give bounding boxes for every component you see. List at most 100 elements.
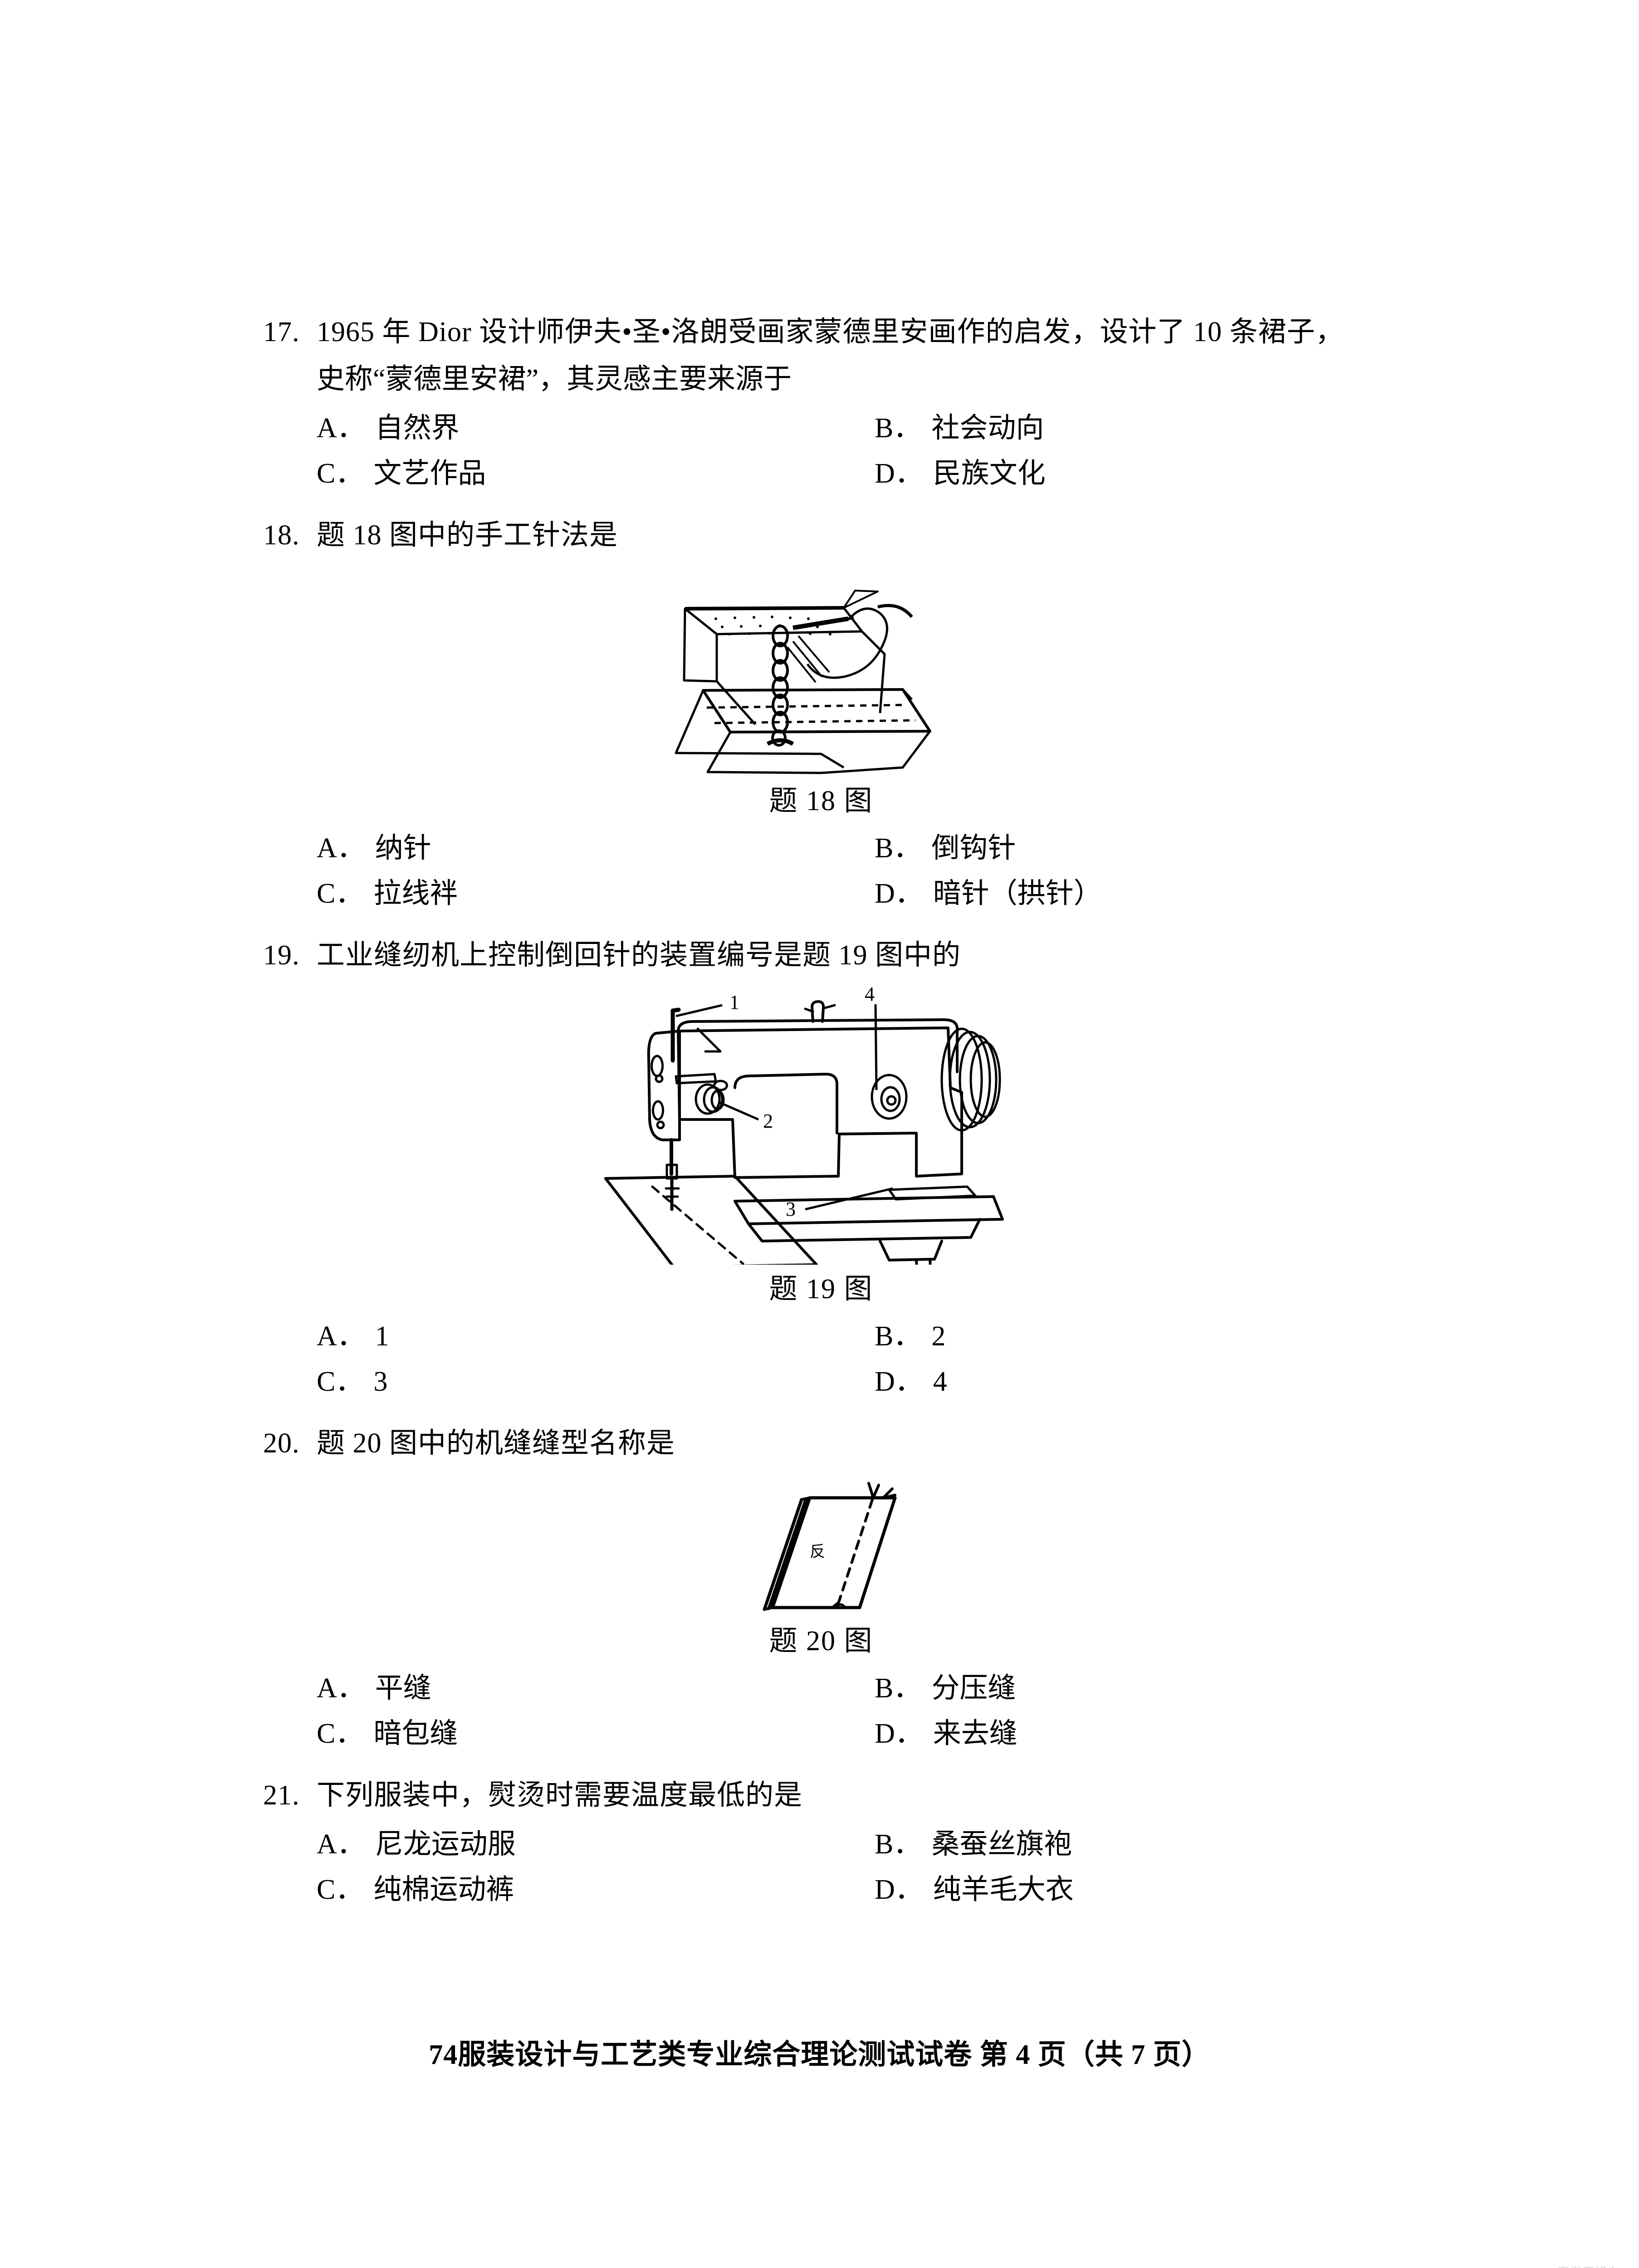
question-18: 18. 题 18 图中的手工针法是	[263, 512, 1379, 916]
option-21-b[interactable]: B． 桑蚕丝旗袍	[875, 1822, 1379, 1867]
option-21-a[interactable]: A． 尼龙运动服	[317, 1822, 875, 1867]
question-17-stem-line-2: 史称“蒙德里安裙”，其灵感主要来源于	[317, 364, 792, 395]
option-19-d[interactable]: D． 4	[875, 1359, 1379, 1404]
option-letter: D．	[875, 1718, 923, 1749]
question-list: 17. 1965 年 Dior 设计师伊夫•圣•洛朗受画家蒙德里安画作的启发，设…	[263, 308, 1379, 1928]
question-18-options: A． 纳针 B． 倒钩针 C． 拉线袢 D． 暗针（拱针）	[263, 826, 1379, 916]
question-19-stem-line-1: 工业缝纫机上控制倒回针的装置编号是题 19 图中的	[317, 940, 961, 971]
question-21-options: A． 尼龙运动服 B． 桑蚕丝旗袍 C． 纯棉运动裤 D． 纯羊	[263, 1822, 1379, 1912]
option-17-d[interactable]: D． 民族文化	[875, 451, 1379, 496]
figure-label-1: 1	[729, 991, 739, 1013]
question-18-stem-line-1: 题 18 图中的手工针法是	[317, 520, 618, 551]
question-21-stem: 21. 下列服装中，熨烫时需要温度最低的是	[263, 1772, 1379, 1819]
question-21-stem-line-1: 下列服装中，熨烫时需要温度最低的是	[317, 1780, 803, 1811]
question-19-figure: 1 4 2 3 题 19 图	[263, 983, 1379, 1311]
figure-label-wrong-side: 反	[810, 1544, 825, 1560]
option-17-c[interactable]: C． 文艺作品	[317, 451, 875, 496]
option-letter: B．	[875, 833, 922, 864]
option-letter: C．	[317, 458, 364, 489]
figure-label-2: 2	[763, 1110, 773, 1132]
option-text: 3	[373, 1366, 388, 1397]
question-20-stem: 20. 题 20 图中的机缝缝型名称是	[263, 1420, 1379, 1467]
option-row: C． 纯棉运动裤 D． 纯羊毛大衣	[317, 1867, 1379, 1912]
option-row: A． 平缝 B． 分压缝	[317, 1666, 1379, 1711]
option-18-b[interactable]: B． 倒钩针	[875, 826, 1379, 871]
option-17-a[interactable]: A． 自然界	[317, 406, 875, 451]
question-20-options: A． 平缝 B． 分压缝 C． 暗包缝 D． 来去缝	[263, 1666, 1379, 1756]
option-19-c[interactable]: C． 3	[317, 1359, 875, 1404]
option-21-d[interactable]: D． 纯羊毛大衣	[875, 1867, 1379, 1912]
question-17-stem-line-1: 1965 年 Dior 设计师伊夫•圣•洛朗受画家蒙德里安画作的启发，设计了 1…	[317, 317, 1344, 347]
question-19: 19. 工业缝纫机上控制倒回针的装置编号是题 19 图中的	[263, 932, 1379, 1404]
option-text: 自然界	[375, 413, 460, 444]
watermark: 高考直通车	[1557, 2263, 1621, 2268]
option-21-c[interactable]: C． 纯棉运动裤	[317, 1867, 875, 1912]
option-text: 来去缝	[933, 1718, 1018, 1749]
option-20-d[interactable]: D． 来去缝	[875, 1711, 1379, 1756]
option-text: 4	[933, 1366, 947, 1397]
question-17-number: 17.	[263, 317, 300, 347]
question-20-figure: 反 题 20 图	[263, 1471, 1379, 1663]
footer-page-label: 第 4 页（共 7 页）	[979, 2039, 1210, 2070]
option-19-a[interactable]: A． 1	[317, 1314, 875, 1359]
figure-label-4: 4	[865, 983, 875, 1005]
option-row: A． 1 B． 2	[317, 1314, 1379, 1359]
option-text: 拉线袢	[373, 878, 458, 909]
option-row: A． 纳针 B． 倒钩针	[317, 826, 1379, 871]
question-18-figure-caption: 题 18 图	[769, 786, 873, 816]
question-21: 21. 下列服装中，熨烫时需要温度最低的是 A． 尼龙运动服 B． 桑蚕丝旗袍	[263, 1772, 1379, 1912]
option-letter: A．	[317, 1673, 365, 1704]
option-letter: D．	[875, 458, 923, 489]
sewing-machine-diagram: 1 4 2 3	[604, 983, 1004, 1265]
option-text: 1	[375, 1321, 389, 1352]
question-17-stem: 17. 1965 年 Dior 设计师伊夫•圣•洛朗受画家蒙德里安画作的启发，设…	[263, 308, 1379, 356]
option-row: A． 自然界 B． 社会动向	[317, 406, 1379, 451]
option-18-a[interactable]: A． 纳针	[317, 826, 875, 871]
option-letter: B．	[875, 1673, 922, 1704]
option-letter: B．	[875, 413, 922, 444]
seam-type-diagram: 反	[763, 1482, 897, 1611]
footer-title: 服装设计与工艺类专业综合理论测试试卷	[458, 2039, 973, 2070]
option-text: 暗包缝	[373, 1718, 458, 1749]
option-17-b[interactable]: B． 社会动向	[875, 406, 1379, 451]
option-letter: B．	[875, 1829, 922, 1860]
question-20: 20. 题 20 图中的机缝缝型名称是	[263, 1420, 1379, 1756]
option-row: C． 拉线袢 D． 暗针（拱针）	[317, 871, 1379, 916]
option-text: 分压缝	[931, 1673, 1016, 1704]
option-row: C． 3 D． 4	[317, 1359, 1379, 1404]
question-18-stem: 18. 题 18 图中的手工针法是	[263, 512, 1379, 559]
question-19-number: 19.	[263, 940, 300, 971]
question-20-stem-line-1: 题 20 图中的机缝缝型名称是	[317, 1428, 675, 1459]
question-20-number: 20.	[263, 1428, 300, 1459]
question-19-stem: 19. 工业缝纫机上控制倒回针的装置编号是题 19 图中的	[263, 932, 1379, 979]
option-text: 纳针	[375, 833, 431, 864]
option-text: 桑蚕丝旗袍	[931, 1829, 1072, 1860]
question-19-options: A． 1 B． 2 C． 3 D． 4	[263, 1314, 1379, 1404]
question-18-number: 18.	[263, 520, 300, 551]
question-18-figure: 题 18 图	[263, 563, 1379, 823]
option-letter: A．	[317, 833, 365, 864]
figure-label-3: 3	[786, 1198, 796, 1220]
option-text: 倒钩针	[931, 833, 1016, 864]
option-text: 民族文化	[933, 458, 1046, 489]
option-text: 2	[931, 1321, 946, 1352]
option-20-c[interactable]: C． 暗包缝	[317, 1711, 875, 1756]
option-19-b[interactable]: B． 2	[875, 1314, 1379, 1359]
question-19-figure-caption: 题 19 图	[769, 1274, 873, 1305]
option-18-d[interactable]: D． 暗针（拱针）	[875, 871, 1379, 916]
option-text: 纯羊毛大衣	[933, 1874, 1074, 1905]
option-18-c[interactable]: C． 拉线袢	[317, 871, 875, 916]
option-text: 平缝	[375, 1673, 431, 1704]
option-row: A． 尼龙运动服 B． 桑蚕丝旗袍	[317, 1822, 1379, 1867]
question-21-number: 21.	[263, 1780, 300, 1811]
option-letter: C．	[317, 1366, 364, 1397]
option-text: 暗针（拱针）	[933, 878, 1102, 909]
option-letter: D．	[875, 1874, 923, 1905]
option-letter: A．	[317, 413, 365, 444]
option-20-a[interactable]: A． 平缝	[317, 1666, 875, 1711]
option-letter: A．	[317, 1321, 365, 1352]
option-20-b[interactable]: B． 分压缝	[875, 1666, 1379, 1711]
option-text: 文艺作品	[373, 458, 486, 489]
option-letter: A．	[317, 1829, 365, 1860]
